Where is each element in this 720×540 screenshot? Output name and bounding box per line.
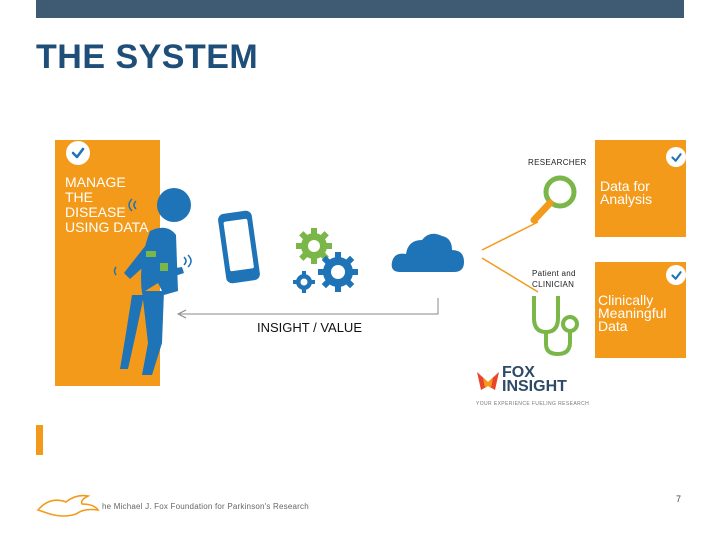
insight-arrow <box>176 298 439 319</box>
researcher-label: RESEARCHER <box>528 158 587 167</box>
top-banner <box>36 0 684 18</box>
check-icon <box>666 265 686 285</box>
fox-insight-line1: FOX <box>502 364 535 381</box>
foundation-logo-icon <box>36 494 100 517</box>
cloud-icon <box>391 233 464 272</box>
check-icon <box>66 141 90 165</box>
person-icon <box>113 188 192 375</box>
page-number: 7 <box>676 494 682 504</box>
data-for-analysis-text: Data for Analysis <box>600 178 653 207</box>
patient-clinician-label: Patient and CLINICIAN <box>532 269 576 289</box>
flow-arrows <box>481 221 539 293</box>
phone-icon <box>218 210 260 284</box>
clinically-meaningful-text: Clinically Meaningful Data <box>598 292 667 334</box>
fox-insight-line2: INSIGHT <box>502 378 567 395</box>
insight-value-label: INSIGHT / VALUE <box>257 320 362 335</box>
accent-bar <box>36 425 43 455</box>
fox-insight-tagline: YOUR EXPERIENCE FUELING RESEARCH <box>476 401 590 407</box>
manage-disease-text: MANAGE THE DISEASE USING DATA <box>65 174 149 235</box>
footer-foundation-text: he Michael J. Fox Foundation for Parkins… <box>102 502 309 511</box>
fox-logo-icon <box>477 372 499 390</box>
check-icon <box>666 147 686 167</box>
magnifier-icon <box>530 175 577 224</box>
fox-insight-logo: FOX INSIGHT <box>502 364 567 395</box>
stethoscope-icon <box>532 296 579 357</box>
gears-icon <box>293 228 358 293</box>
page-title: THE SYSTEM <box>36 38 259 76</box>
